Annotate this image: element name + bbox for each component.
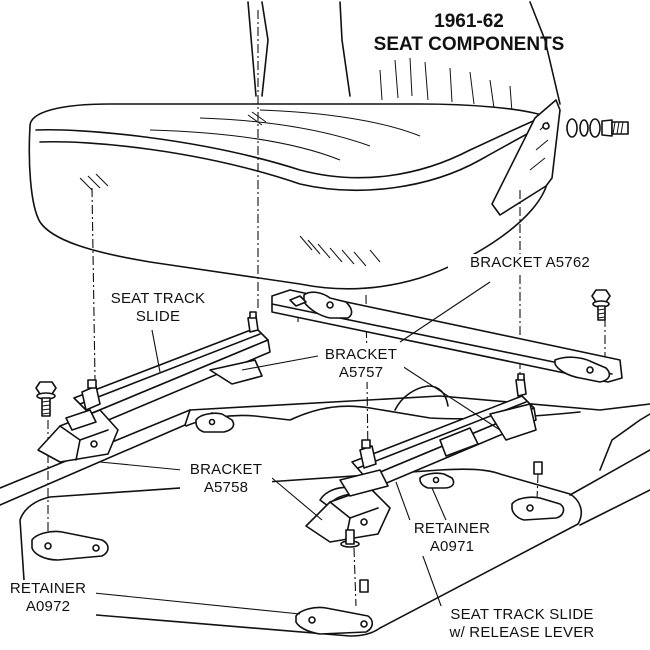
seat-side-bracket — [491, 99, 561, 216]
left-bolt — [35, 381, 57, 417]
leader-bracket-a5757-right — [401, 365, 501, 431]
label-bracket-a5758-line1: BRACKET — [189, 461, 263, 478]
bracket-a5762-rail — [271, 289, 623, 383]
retainers — [31, 295, 565, 635]
label-seat-track-slide-release-lever: SEAT TRACK SLIDE w/ RELEASE LEVER — [436, 606, 608, 642]
seat-cushion — [28, 103, 549, 290]
label-retainer-a0971: RETAINER A0971 — [402, 520, 502, 556]
label-retainer-a0971-line1: RETAINER — [413, 520, 491, 537]
label-bracket-a5757-line2: A5757 — [338, 364, 384, 381]
seat-side-bolt — [566, 118, 629, 138]
label-seat-track-slide-line2: SLIDE — [135, 308, 181, 325]
leader-seat-track-slide — [151, 329, 161, 373]
left-seat-track-slide — [73, 311, 271, 427]
leader-retainer-a0972 — [83, 591, 301, 615]
label-bracket-a5757-line1: BRACKET — [324, 346, 398, 363]
label-retainer-a0971-line2: A0971 — [429, 538, 475, 555]
leader-bracket-a5758-right — [271, 477, 323, 521]
label-bracket-a5758-line2: A5758 — [203, 479, 249, 496]
label-retainer-a0972: RETAINER A0972 — [0, 580, 96, 616]
label-retainer-a0972-line2: A0972 — [25, 598, 71, 615]
label-seat-track-slide-release-line1: SEAT TRACK SLIDE — [450, 606, 594, 623]
rail-bolt — [591, 289, 611, 321]
right-lower-bolt — [340, 529, 360, 548]
leader-bracket-a5758-left — [99, 461, 183, 471]
label-seat-track-slide: SEAT TRACK SLIDE — [108, 290, 208, 326]
bracket-a5758-left — [37, 409, 119, 463]
title-subject: SEAT COMPONENTS — [373, 34, 565, 55]
right-seat-track-slide-release — [319, 373, 537, 507]
leader-bracket-a5757-left — [241, 355, 319, 371]
label-seat-track-slide-line1: SEAT TRACK — [110, 290, 206, 307]
title-year: 1961-62 — [434, 11, 504, 32]
leader-bracket-a5762 — [399, 281, 491, 343]
diagram-title: 1961-62 SEAT COMPONENTS — [356, 10, 582, 56]
label-bracket-a5758: BRACKET A5758 — [180, 461, 272, 497]
leader-lines — [83, 281, 501, 615]
label-bracket-a5757: BRACKET A5757 — [318, 346, 404, 382]
label-bracket-a5762: BRACKET A5762 — [448, 254, 612, 272]
bracket-a5758-right — [305, 469, 391, 543]
label-retainer-a0972-line1: RETAINER — [9, 580, 87, 597]
seat-back — [247, 1, 561, 113]
label-seat-track-slide-release-line2: w/ RELEASE LEVER — [449, 624, 595, 641]
